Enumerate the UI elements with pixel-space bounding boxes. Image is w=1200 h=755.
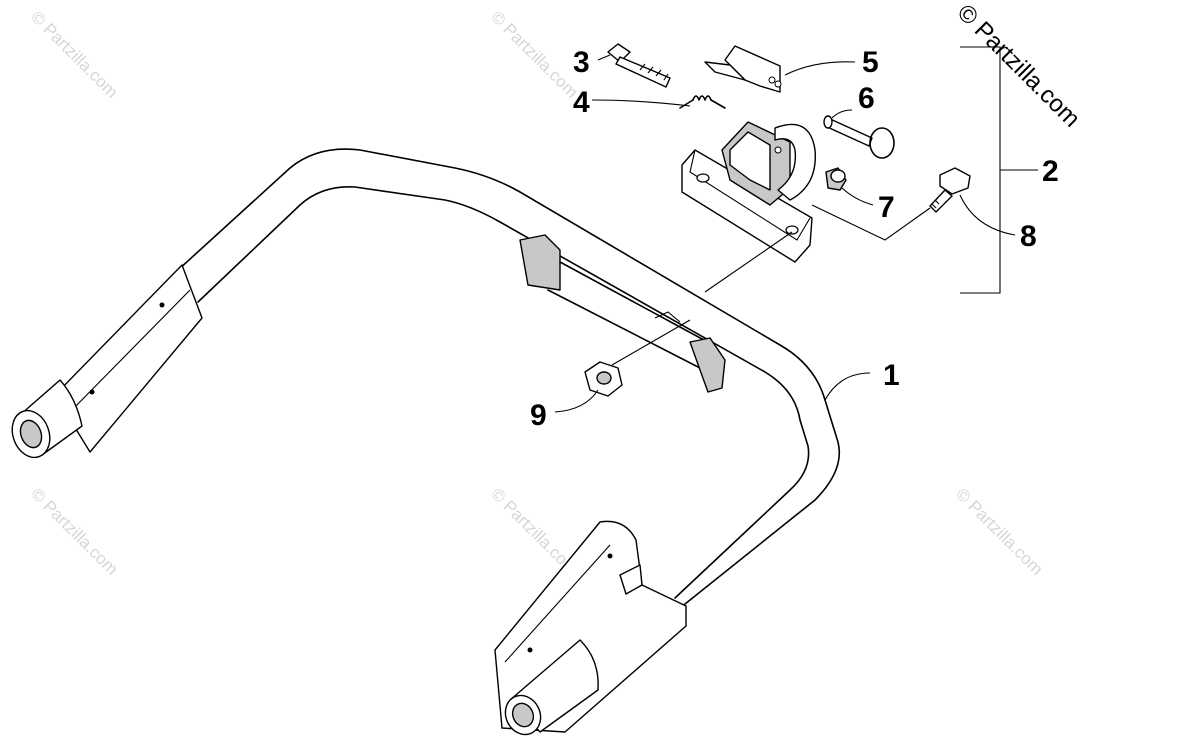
callout-2: 2 (1042, 155, 1059, 188)
bumper-tube (11, 148, 841, 736)
watermark-top-left: © Partzilla.com (27, 7, 121, 101)
callout-labels: 1 2 3 4 5 6 7 8 9 (530, 46, 1059, 432)
callout-1: 1 (883, 359, 900, 392)
callout-7: 7 (878, 191, 895, 224)
watermark-bottom-right: © Partzilla.com (952, 484, 1046, 578)
part-4-spring (679, 95, 726, 109)
leader-lines (554, 46, 1038, 413)
watermark-bottom-left: © Partzilla.com (27, 484, 121, 578)
part-6-pin (823, 115, 895, 159)
watermark-top-center: © Partzilla.com (487, 7, 581, 101)
part-8-flange-bolt (929, 167, 971, 213)
part-9-nut (584, 361, 623, 397)
part-7-bushing (825, 167, 847, 191)
latch-assembly (681, 121, 816, 263)
callout-8: 8 (1020, 220, 1037, 253)
callout-9: 9 (530, 399, 547, 432)
callout-3: 3 (573, 46, 590, 79)
callout-6: 6 (858, 82, 875, 115)
callout-4: 4 (573, 86, 590, 119)
part-3-bolt (607, 43, 671, 88)
part-5-clip (704, 45, 782, 93)
watermark-main: © Partzilla.com (952, 0, 1085, 133)
callout-5: 5 (862, 46, 879, 79)
